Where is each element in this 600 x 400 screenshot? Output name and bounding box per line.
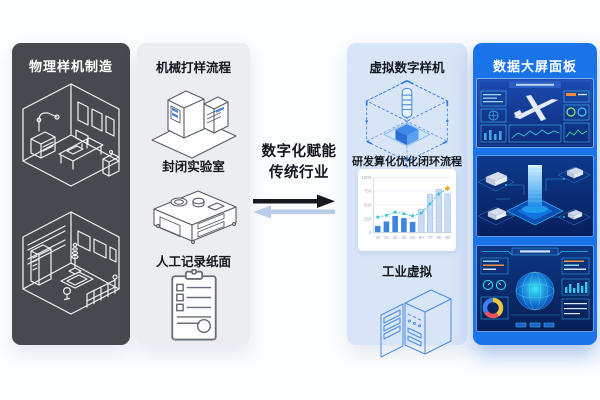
svg-text:750: 750 xyxy=(364,189,372,194)
svg-text:50: 50 xyxy=(410,235,415,240)
isometric-assembly-room-icon xyxy=(22,211,120,315)
panel-data-dashboards: 数据大屏面板 xyxy=(473,43,597,345)
swap-arrows xyxy=(250,194,348,220)
isometric-workshop-room-icon xyxy=(22,83,120,187)
factory-dashboard-icon xyxy=(476,155,594,237)
svg-text:250: 250 xyxy=(364,216,372,221)
section-label-paper: 人工记录纸面 xyxy=(155,255,231,269)
sampling-machine-slot xyxy=(137,76,250,160)
aircraft-dashboard-icon xyxy=(476,78,594,148)
panel-physical-prototyping: 物理样机制造 xyxy=(12,43,130,345)
clipboard-icon xyxy=(170,269,217,341)
svg-text:500: 500 xyxy=(364,203,372,208)
assembly-room-illustration xyxy=(12,205,130,327)
section-label-lab: 封闭实验室 xyxy=(162,160,225,174)
center-caption-line2: 传统行业 xyxy=(269,165,329,182)
section-label-sampling: 机械打样流程 xyxy=(155,61,231,75)
panel-virtual-digital: 虚拟数字样机 xyxy=(347,43,467,358)
panel-title-physical: 物理样机制造 xyxy=(28,59,113,74)
svg-text:20: 20 xyxy=(384,235,389,240)
svg-text:1000: 1000 xyxy=(362,175,372,180)
industrial-server-icon xyxy=(380,289,452,358)
lab-bench-icon xyxy=(152,190,237,244)
section-label-rd-loop: 研发算化优化闭环流程 xyxy=(352,156,462,168)
section-label-industrial-virtual: 工业虚拟 xyxy=(381,265,432,279)
sampling-machine-icon xyxy=(150,90,237,159)
svg-text:0: 0 xyxy=(369,230,372,235)
panel-title-dashboard: 数据大屏面板 xyxy=(492,59,577,74)
svg-text:80: 80 xyxy=(436,235,441,240)
center-caption: 数字化赋能 传统行业 xyxy=(250,142,348,220)
robot-arm-room-illustration xyxy=(12,77,130,199)
svg-text:60: 60 xyxy=(419,235,424,240)
aircraft-dashboard-preview xyxy=(473,78,597,148)
center-caption-text: 数字化赋能 传统行业 xyxy=(250,142,348,184)
factory-dashboard-preview xyxy=(473,155,597,237)
svg-text:70: 70 xyxy=(428,235,433,240)
holographic-prototype-slot xyxy=(347,75,467,171)
lab-bench-slot xyxy=(137,175,250,251)
center-caption-line1: 数字化赋能 xyxy=(261,144,337,160)
holographic-prototype-icon xyxy=(365,79,449,168)
clipboard-slot xyxy=(137,269,250,345)
globe-dashboard-preview xyxy=(473,245,597,332)
section-label-virtual-prototype: 虚拟数字样机 xyxy=(369,61,445,75)
svg-text:10: 10 xyxy=(375,235,380,240)
svg-text:30: 30 xyxy=(393,235,398,240)
svg-text:40: 40 xyxy=(401,235,406,240)
svg-text:90: 90 xyxy=(445,235,450,240)
swap-arrows-icon xyxy=(253,194,335,219)
industrial-server-slot xyxy=(347,277,467,369)
globe-dashboard-icon xyxy=(476,245,594,332)
panel-mechanical-process: 机械打样流程 封闭实验室 xyxy=(137,43,250,345)
